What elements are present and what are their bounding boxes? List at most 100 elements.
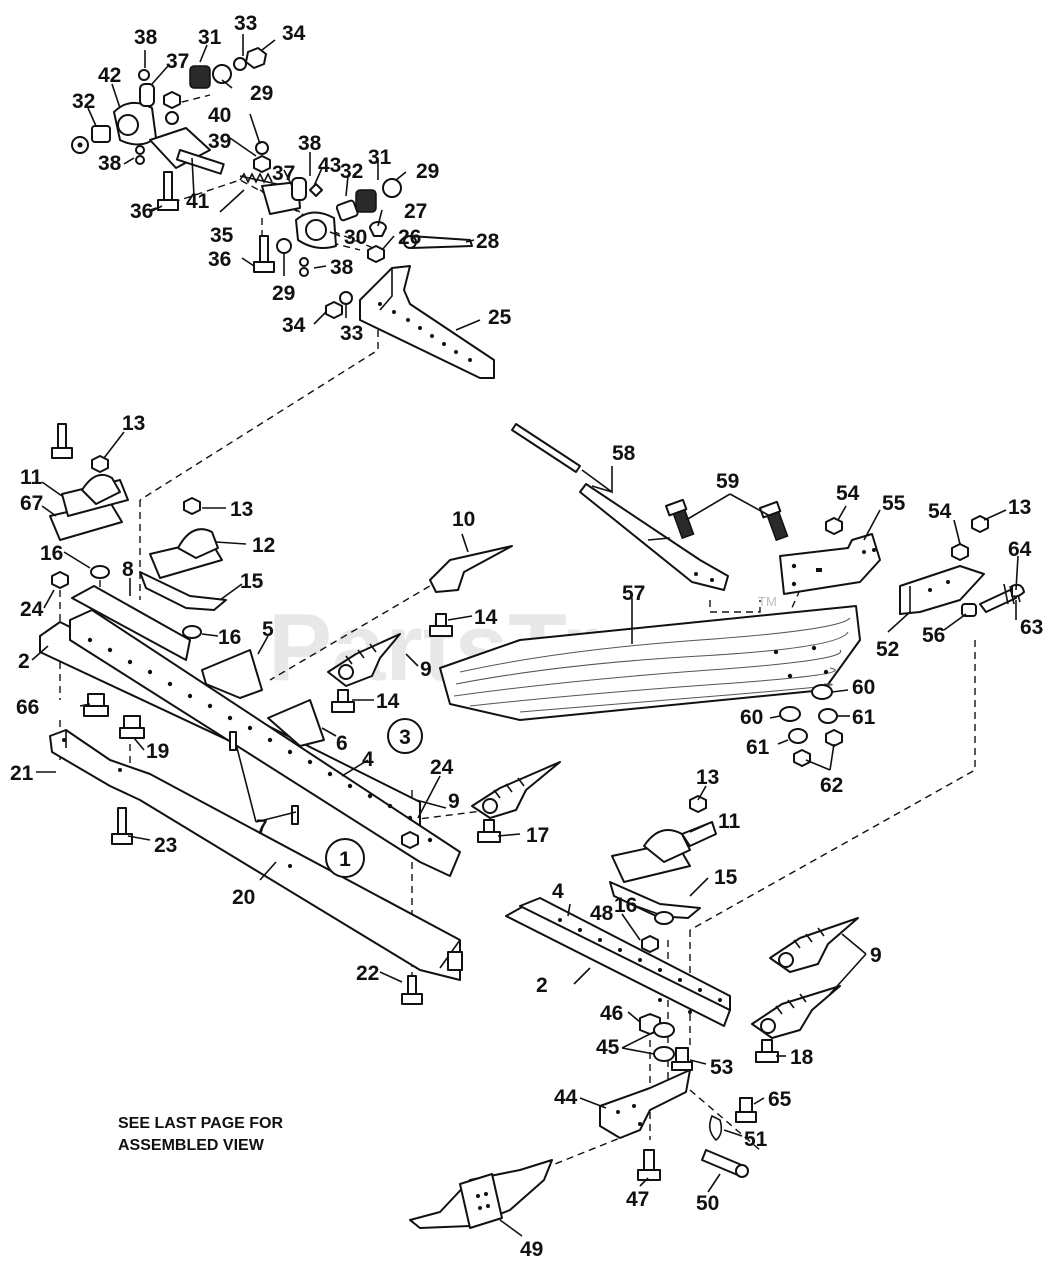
- callout-4b: 4: [552, 880, 564, 903]
- hardware-60-62: [779, 684, 843, 767]
- callout-19: 19: [146, 740, 169, 763]
- view-marker-3-label: 3: [399, 726, 411, 749]
- callout-17: 17: [526, 824, 549, 847]
- callout-24: 24: [20, 598, 44, 621]
- callout-12: 12: [252, 534, 275, 557]
- callout-23: 23: [154, 834, 177, 857]
- callout-11b: 11: [718, 810, 741, 833]
- callout-36b: 36: [208, 248, 231, 271]
- upper-hub-assembly: [71, 47, 473, 319]
- note-line-2: ASSEMBLED VIEW: [118, 1137, 265, 1154]
- callout-51: 51: [744, 1128, 768, 1151]
- callout-56: 56: [922, 624, 945, 647]
- callout-38: 38: [134, 26, 158, 49]
- callout-50: 50: [696, 1192, 719, 1215]
- callout-25: 25: [488, 306, 512, 329]
- callout-38d: 38: [330, 256, 354, 279]
- callout-57: 57: [622, 582, 645, 605]
- callout-42: 42: [98, 64, 121, 87]
- callout-32: 32: [72, 90, 95, 113]
- callout-2: 2: [18, 650, 30, 673]
- callout-55: 55: [882, 492, 906, 515]
- callout-40: 40: [208, 104, 231, 127]
- left-cutter-bar: [39, 423, 561, 1005]
- callout-14b: 14: [376, 690, 400, 713]
- callout-36: 36: [130, 200, 153, 223]
- callout-16: 16: [40, 542, 63, 565]
- callout-29c: 29: [272, 282, 295, 305]
- callout-37: 37: [166, 50, 189, 73]
- callout-37b: 37: [272, 162, 295, 185]
- callout-48: 48: [590, 902, 614, 925]
- view-marker-1: 1: [325, 838, 365, 878]
- callout-8: 8: [122, 558, 134, 581]
- callout-22: 22: [356, 962, 379, 985]
- callout-64: 64: [1008, 538, 1032, 561]
- callout-30: 30: [344, 226, 367, 249]
- callout-15: 15: [240, 570, 264, 593]
- callout-27: 27: [404, 200, 427, 223]
- callout-13b: 13: [230, 498, 253, 521]
- arm-bracket-25: [359, 265, 495, 379]
- callout-15b: 15: [714, 866, 738, 889]
- callout-7: 7: [256, 816, 268, 839]
- bolts-59: [665, 498, 789, 542]
- view-marker-3: 3: [387, 718, 423, 754]
- callout-54: 54: [836, 482, 860, 505]
- callout-13d: 13: [696, 766, 719, 789]
- callout-20: 20: [232, 886, 255, 909]
- callout-24b: 24: [430, 756, 454, 779]
- callout-60: 60: [852, 676, 875, 699]
- callout-26: 26: [398, 226, 421, 249]
- callout-39: 39: [208, 130, 231, 153]
- callout-9b: 9: [448, 790, 460, 813]
- callout-31: 31: [198, 26, 222, 49]
- callout-5: 5: [262, 618, 274, 641]
- callout-29: 29: [250, 82, 273, 105]
- callout-63: 63: [1020, 616, 1043, 639]
- note-line-1: SEE LAST PAGE FOR: [118, 1115, 284, 1132]
- callout-13: 13: [122, 412, 145, 435]
- callout-33: 33: [234, 12, 257, 35]
- right-cutter-section: [409, 795, 859, 1229]
- callout-61b: 61: [746, 736, 770, 759]
- callout-33b: 33: [340, 322, 363, 345]
- leader-lines: [31, 34, 1019, 1237]
- callout-66: 66: [16, 696, 39, 719]
- callout-34: 34: [282, 22, 306, 45]
- callout-60b: 60: [740, 706, 763, 729]
- callout-41: 41: [186, 190, 210, 213]
- callout-31b: 31: [368, 146, 392, 169]
- callout-43: 43: [318, 154, 341, 177]
- callout-53: 53: [710, 1056, 733, 1079]
- callout-59: 59: [716, 470, 739, 493]
- callout-labels: 38 33 34 31 37 42 32 29 40 39 38 41 36 3…: [10, 12, 1043, 1261]
- callout-62: 62: [820, 774, 843, 797]
- callout-21: 21: [10, 762, 34, 785]
- callout-16b: 16: [218, 626, 241, 649]
- callout-67: 67: [20, 492, 43, 515]
- callout-9c: 9: [870, 944, 882, 967]
- callout-45: 45: [596, 1036, 620, 1059]
- callout-29b: 29: [416, 160, 439, 183]
- view-marker-1-label: 1: [339, 848, 351, 871]
- callout-16c: 16: [614, 894, 637, 917]
- callout-13c: 13: [1008, 496, 1031, 519]
- callout-11: 11: [20, 466, 43, 489]
- callout-38c: 38: [298, 132, 322, 155]
- watermark-trademark: TM: [758, 594, 777, 609]
- callout-61: 61: [852, 706, 876, 729]
- callout-14: 14: [474, 606, 498, 629]
- callout-49: 49: [520, 1238, 543, 1261]
- callout-6: 6: [336, 732, 348, 755]
- callout-52: 52: [876, 638, 899, 661]
- brackets-52-55: [779, 515, 1025, 617]
- callout-58: 58: [612, 442, 636, 465]
- callout-10: 10: [452, 508, 475, 531]
- callout-32b: 32: [340, 160, 363, 183]
- callout-46: 46: [600, 1002, 623, 1025]
- rod-58: [511, 423, 729, 591]
- callout-35: 35: [210, 224, 234, 247]
- callout-65: 65: [768, 1088, 792, 1111]
